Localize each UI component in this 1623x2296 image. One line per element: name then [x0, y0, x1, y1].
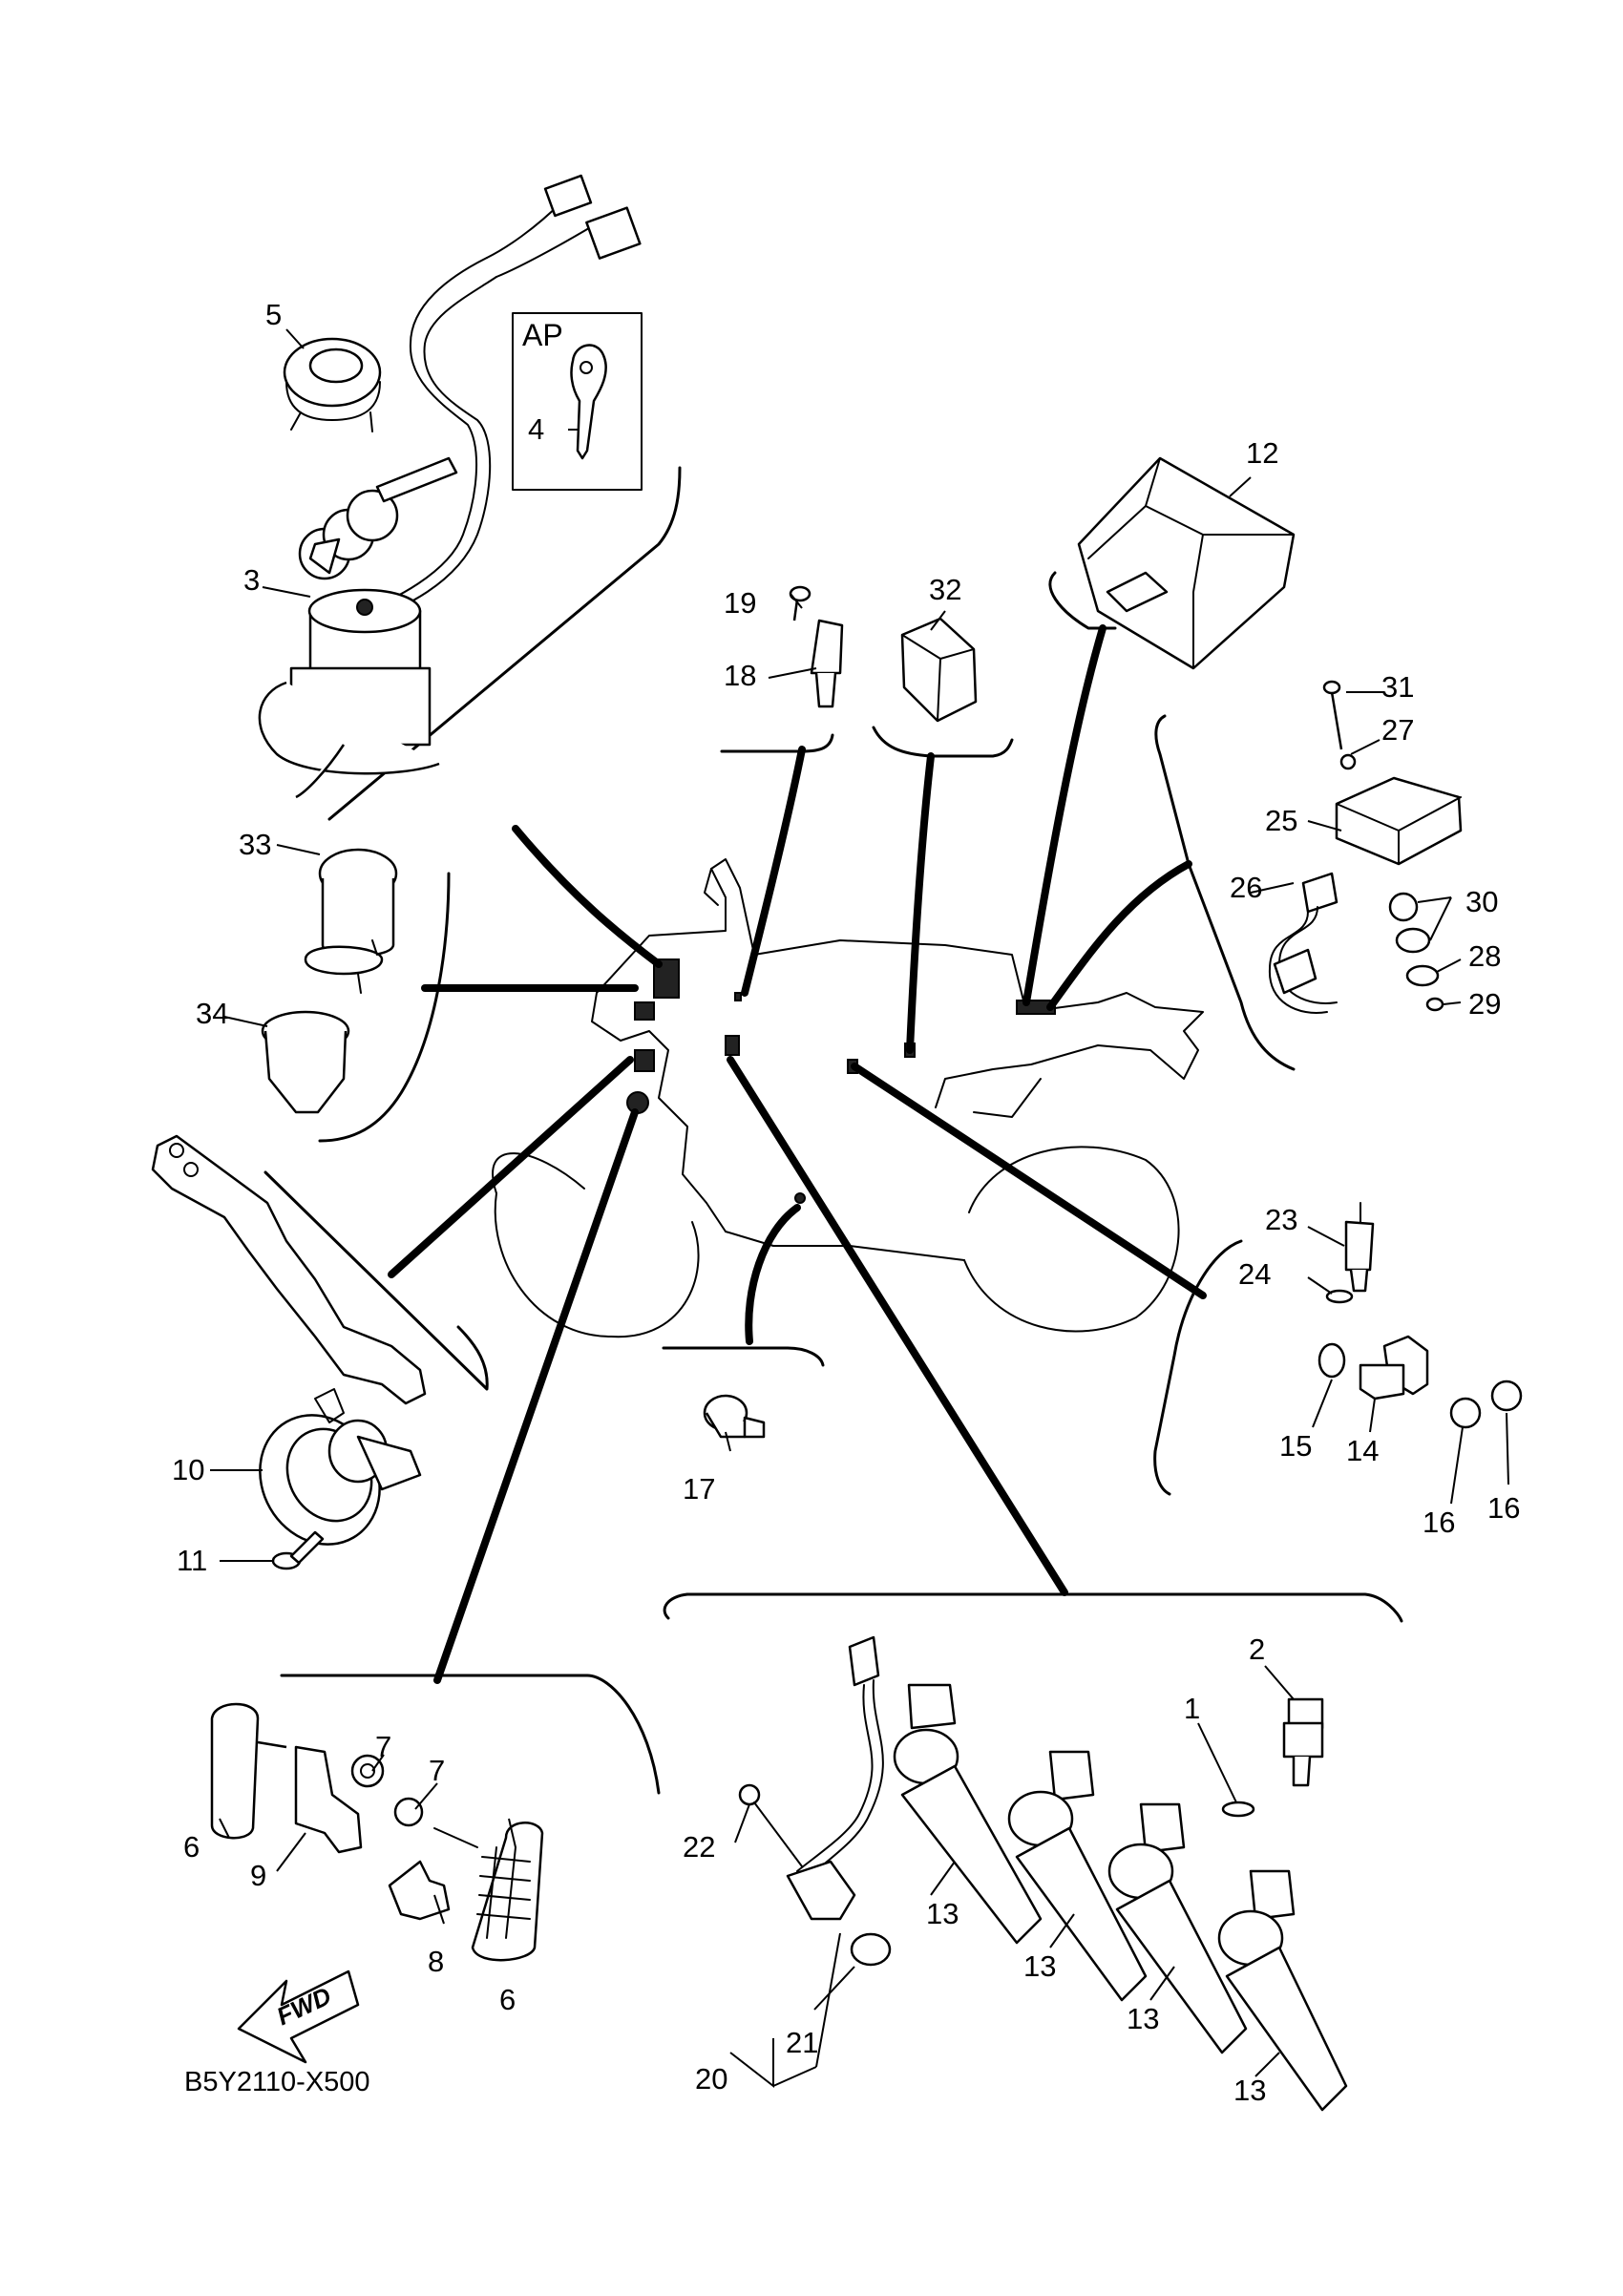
callout-17: 17 [683, 1472, 715, 1506]
label-pointers [210, 328, 1509, 2089]
ap-label: AP [522, 318, 563, 352]
callout-14: 14 [1346, 1434, 1379, 1467]
callout-33: 33 [239, 828, 271, 861]
callout-28: 28 [1468, 939, 1501, 973]
callout-34: 34 [196, 997, 228, 1030]
fwd-arrow-icon [237, 1970, 360, 2064]
callout-23: 23 [1265, 1203, 1297, 1236]
callout-32: 32 [929, 573, 961, 606]
callout-25: 25 [1265, 804, 1297, 837]
callout-24: 24 [1238, 1257, 1271, 1291]
callout-22: 22 [683, 1830, 715, 1864]
location-markers [626, 958, 1056, 1204]
callout-13-a: 13 [926, 1897, 959, 1930]
ignition-coil-2-part [1007, 1750, 1148, 2002]
key-cover-ring-part [283, 337, 382, 432]
horn-part [151, 1134, 427, 1546]
callout-31: 31 [1381, 670, 1414, 704]
group-brackets [263, 312, 1403, 1795]
callout-29: 29 [1468, 987, 1501, 1021]
callout-10: 10 [172, 1453, 204, 1486]
relay-part [900, 617, 978, 723]
seat-lock-part [261, 848, 398, 1114]
callout-3: 3 [243, 563, 260, 597]
callout-11: 11 [177, 1544, 207, 1577]
diagram-code: B5Y2110-X500 [184, 2067, 370, 2097]
callout-4: 4 [528, 412, 544, 446]
lean-sensor-part [1322, 680, 1463, 1012]
callout-13-d: 13 [1233, 2074, 1266, 2107]
crank-sensor-part [1317, 1335, 1523, 1429]
pressure-sensor-part [789, 585, 844, 708]
callout-13-b: 13 [1023, 1949, 1056, 1983]
callout-20: 20 [695, 2062, 727, 2096]
callout-16-a: 16 [1423, 1506, 1455, 1539]
key-blank-part [570, 344, 607, 460]
callout-19: 19 [724, 586, 756, 620]
leader-lines [388, 624, 1207, 1684]
callout-labels: 1 2 3 4 5 6 6 7 7 8 9 10 11 12 13 13 13 … [172, 298, 1520, 2107]
ignition-coil-1-part [893, 1683, 1043, 1945]
motorcycle-silhouette [492, 858, 1204, 1338]
callout-7-left: 7 [375, 1730, 391, 1763]
temp-sensor-part [1325, 1202, 1375, 1304]
callout-13-c: 13 [1127, 2002, 1159, 2035]
pressure-switch-part [1221, 1697, 1324, 1818]
neutral-switch-part [703, 1394, 766, 1439]
ecu-part [1077, 456, 1296, 670]
reflector-left-part [210, 1702, 385, 1854]
bolt-part [271, 1530, 325, 1570]
callout-8: 8 [428, 1945, 444, 1978]
main-switch-part [258, 174, 642, 799]
callout-2: 2 [1249, 1632, 1265, 1666]
callout-6-left: 6 [183, 1830, 200, 1864]
callout-21: 21 [786, 2026, 818, 2059]
ignition-coil-3-part [1107, 1802, 1248, 2054]
callout-9: 9 [250, 1859, 266, 1892]
callout-12: 12 [1246, 436, 1278, 470]
callout-16-b: 16 [1487, 1491, 1520, 1525]
ignition-coil-4-part [1217, 1869, 1348, 2112]
callout-6-right: 6 [499, 1983, 516, 2016]
callout-18: 18 [724, 659, 756, 692]
speed-sensor-part [738, 1635, 892, 1967]
callout-7-right: 7 [429, 1754, 445, 1787]
reflector-right-part [388, 1797, 544, 1962]
sub-harness-part [1268, 872, 1338, 1014]
callout-26: 26 [1230, 871, 1262, 904]
callout-5: 5 [265, 298, 282, 331]
callout-30: 30 [1465, 885, 1498, 918]
callout-27: 27 [1381, 713, 1414, 747]
callout-1: 1 [1184, 1692, 1200, 1725]
callout-15: 15 [1279, 1429, 1312, 1463]
